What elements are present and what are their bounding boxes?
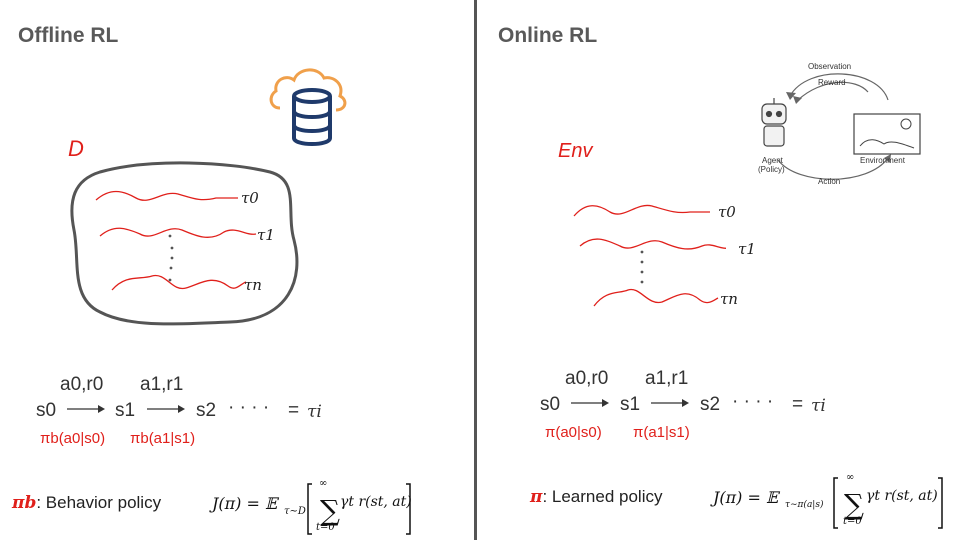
online-tau-0: τ0: [718, 203, 736, 221]
online-trajectory-1: [579, 238, 726, 250]
offline-tau-i: τi: [307, 402, 322, 422]
offline-action-reward-1: a1,r1: [140, 374, 184, 395]
panel-divider: [474, 0, 477, 540]
online-state-2: s2: [700, 394, 721, 415]
online-objective-body: γt r(st, at): [866, 488, 938, 504]
environment-icon: [853, 113, 921, 155]
offline-state-1: s1: [115, 400, 136, 421]
online-objective-lhs: J(π) = 𝔼: [713, 488, 779, 507]
online-policy-1: π(a1|s1): [633, 424, 690, 441]
dataset-label: D: [68, 136, 84, 161]
online-arrow-0: [571, 399, 609, 407]
svg-text:∑: ∑: [320, 494, 340, 527]
offline-ellipsis: · · · ·: [228, 397, 270, 418]
offline-action-reward-0: a0,r0: [60, 374, 104, 395]
online-tau-n: τn: [720, 290, 738, 308]
online-trajectories: [573, 204, 726, 307]
svg-text:∑: ∑: [844, 488, 864, 521]
offline-arrow-1: [147, 405, 185, 413]
offline-sum-top: ∞: [319, 478, 328, 489]
dataset-outline: [70, 161, 299, 326]
online-tau-i: τi: [811, 396, 826, 416]
online-action-reward-1: a1,r1: [645, 368, 689, 389]
online-equals: =: [792, 394, 804, 415]
online-arrow-1: [651, 399, 689, 407]
online-action-reward-0: a0,r0: [565, 368, 609, 389]
action-label: Action: [818, 177, 841, 186]
offline-title: Offline RL: [18, 24, 119, 47]
online-title: Online RL: [498, 24, 598, 47]
offline-objective-brackets: ∑: [307, 483, 411, 535]
online-policy-0: π(a0|s0): [545, 424, 602, 441]
agent-environment-loop: [761, 73, 921, 180]
action-arrow: [777, 157, 889, 180]
learned-policy-definition: π: Learned policy: [530, 487, 662, 507]
online-trajectory-n: [593, 288, 719, 307]
offline-objective-body: γt r(st, at): [340, 494, 412, 510]
offline-state-0: s0: [36, 400, 57, 421]
behavior-policy-definition: πb: Behavior policy: [12, 493, 161, 513]
cloud-database-icon: [269, 68, 347, 146]
observation-arrow: [789, 73, 889, 101]
agent-sublabel: (Policy): [758, 165, 785, 174]
offline-equals: =: [288, 400, 300, 421]
reward-arrow: [797, 81, 869, 101]
online-trajectory-0: [573, 204, 710, 217]
online-sum-top: ∞: [846, 472, 855, 483]
online-tau-1: τ1: [738, 240, 756, 258]
offline-policy-0: πb(a0|s0): [40, 430, 106, 447]
env-label: Env: [558, 140, 593, 162]
learned-policy-symbol: π: [530, 487, 543, 507]
offline-sum-bottom: t=0: [316, 522, 335, 533]
robot-icon: [761, 98, 787, 147]
learned-policy-text: : Learned policy: [542, 487, 663, 506]
offline-policy-1: πb(a1|s1): [130, 430, 196, 447]
observation-label: Observation: [808, 62, 852, 71]
offline-objective-lhs: J(π) = 𝔼: [212, 494, 278, 513]
online-state-0: s0: [540, 394, 561, 415]
offline-state-2: s2: [196, 400, 217, 421]
trajectory-n: [111, 274, 247, 291]
offline-objective-subscript: τ∼D: [284, 506, 306, 517]
trajectory-1: [99, 227, 257, 238]
offline-arrow-0: [67, 405, 105, 413]
online-objective-subscript: τ∼π(a|s): [785, 500, 824, 510]
environment-label: Environment: [860, 156, 905, 165]
dataset-blob: [70, 161, 299, 326]
online-ellipsis: · · · ·: [732, 391, 774, 412]
offline-tau-1: τ1: [257, 226, 275, 244]
online-objective-brackets: ∑: [833, 477, 943, 529]
behavior-policy-symbol: πb: [12, 493, 37, 513]
online-state-1: s1: [620, 394, 641, 415]
behavior-policy-text: : Behavior policy: [36, 493, 162, 512]
agent-label: Agent: [762, 156, 783, 165]
offline-tau-n: τn: [244, 276, 262, 294]
reward-label: Reward: [818, 78, 846, 87]
offline-tau-0: τ0: [241, 189, 259, 207]
trajectory-0: [95, 190, 238, 201]
online-sum-bottom: t=0: [843, 516, 862, 527]
